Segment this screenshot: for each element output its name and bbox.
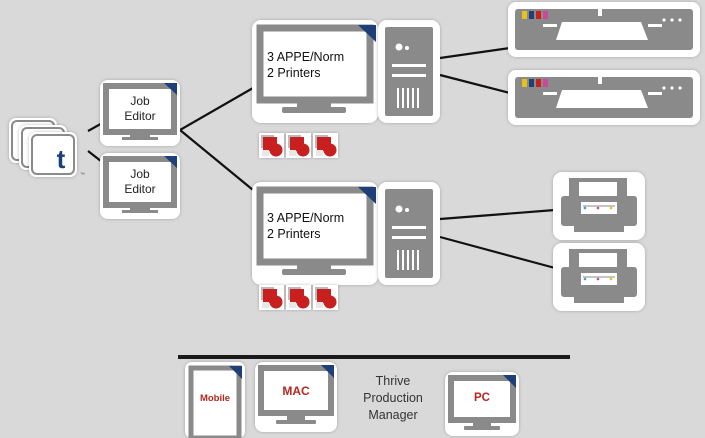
desktop-printer-1 [553,172,645,240]
line-server1-printer2 [439,73,511,95]
job-editor-label-1: Job Editor [113,94,167,124]
pc-monitor [445,372,519,436]
svg-text:™: ™ [80,172,85,178]
large-format-printer-1 [508,2,700,57]
thrive-production-manager-label: Thrive Production Manager [338,373,448,424]
appe-icon [313,133,338,158]
line-server1-printer1 [439,46,511,60]
appe-icon [286,285,311,310]
line-server2-printer4 [439,235,556,270]
appe-icon [259,285,284,310]
appe-icons-row-1 [259,133,338,158]
line-hub-to-server-1 [179,87,254,131]
server-tower-1 [378,20,440,123]
server-monitor-2 [252,182,378,285]
thrive-logo-stack: t ™ [9,118,85,178]
server-1-line1: 3 APPE/Norm [267,50,345,64]
job-editor-label-2: Job Editor [113,167,167,197]
mac-label: MAC [282,384,310,398]
thrive-production-manager-text: Thrive Production Manager [363,374,423,422]
line-hub-to-server-2 [179,129,254,191]
mobile-label: Mobile [199,393,231,404]
pc-label: PC [474,392,490,404]
server-monitor-1 [252,20,378,123]
mobile-device [185,362,245,438]
desktop-printer-2 [553,243,645,311]
large-format-printer-2 [508,70,700,125]
appe-icon [259,133,284,158]
server-2-line2: 2 Printers [267,227,321,241]
line-server2-printer3 [439,208,556,221]
job-editor-text-1: Job Editor [124,94,156,123]
server-2-line1: 3 APPE/Norm [267,211,345,225]
appe-icons-row-2 [259,285,338,310]
thrive-logo-letter: t [57,144,66,174]
appe-icon [313,285,338,310]
server-1-label: 3 APPE/Norm 2 Printers [267,49,344,81]
mac-monitor [255,362,337,432]
appe-icon [286,133,311,158]
connection-lines [87,46,556,270]
server-1-line2: 2 Printers [267,66,321,80]
server-2-label: 3 APPE/Norm 2 Printers [267,210,344,242]
server-tower-2 [378,182,440,285]
job-editor-text-2: Job Editor [124,167,156,196]
